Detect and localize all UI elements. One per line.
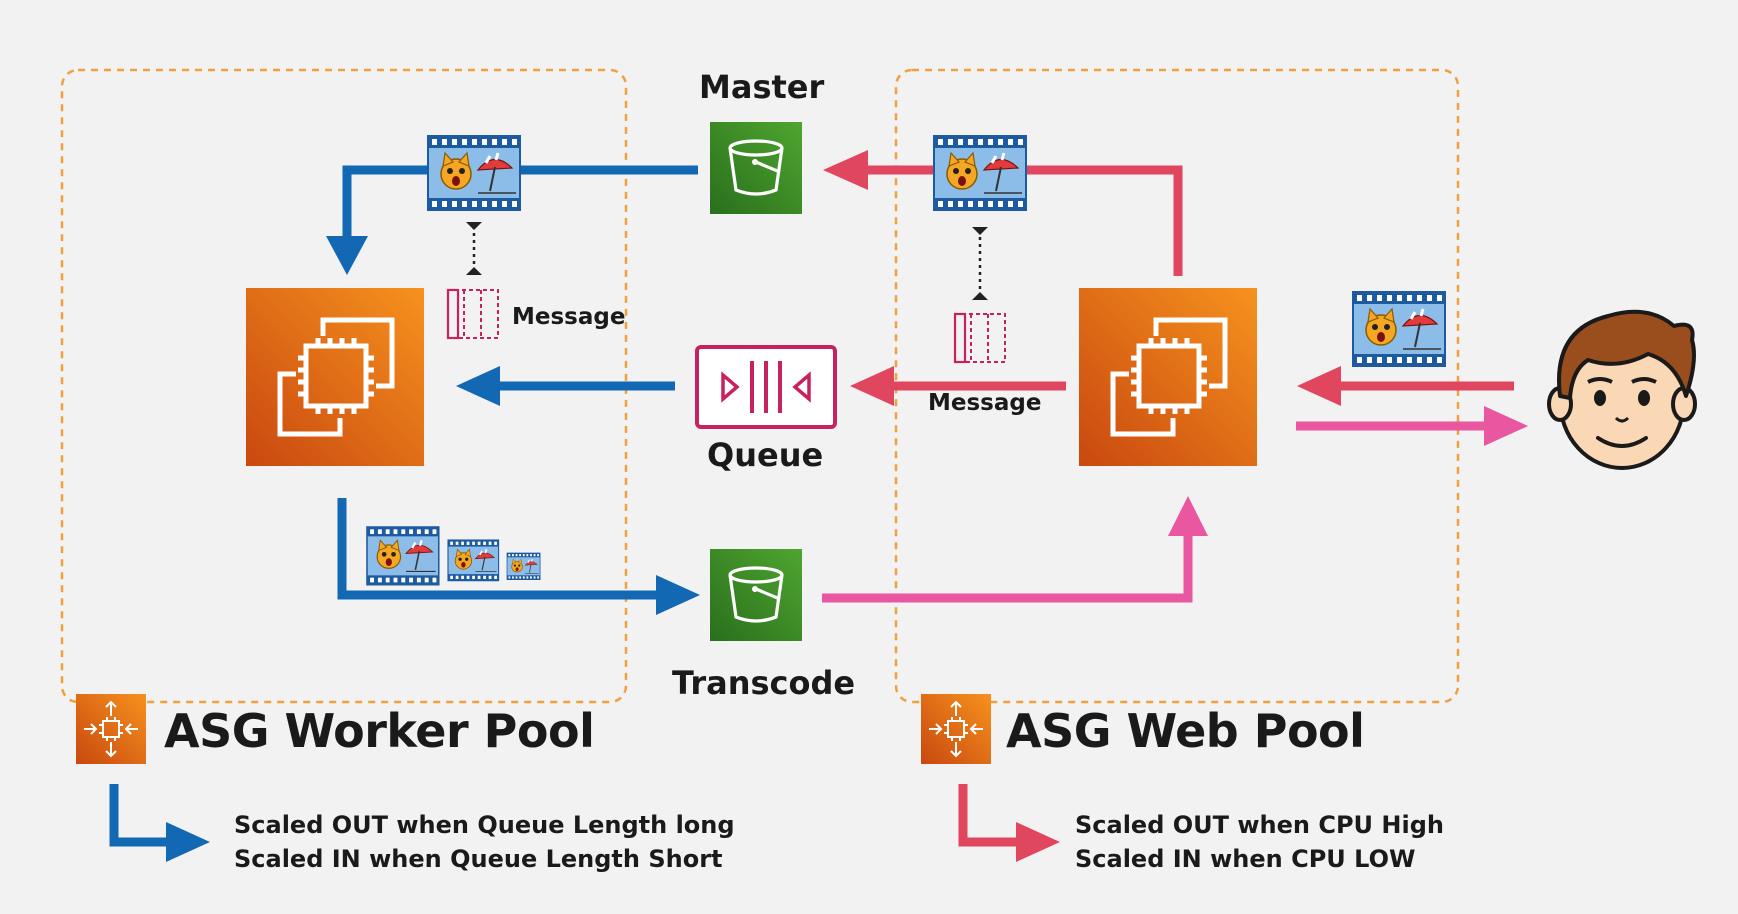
web-message-label: Message <box>928 390 1042 416</box>
web-message-icon <box>953 312 1007 364</box>
worker-message-link <box>466 222 482 275</box>
master-s3-bucket-icon <box>708 120 804 216</box>
web-scale-out-note: Scaled OUT when CPU High <box>1075 811 1444 839</box>
web-ec2-icon <box>1079 288 1257 466</box>
worker-scale-in-note: Scaled IN when Queue Length Short <box>234 845 723 873</box>
web-scaling-notes: Scaled OUT when CPU High Scaled IN when … <box>1075 808 1444 876</box>
worker-scaling-notes: Scaled OUT when Queue Length long Scaled… <box>234 808 735 876</box>
worker-message-label: Message <box>512 304 626 330</box>
web-message-link <box>972 227 988 300</box>
video-frame-icon <box>932 134 1028 212</box>
transcode-s3-bucket-icon <box>708 547 804 643</box>
queue-label: Queue <box>707 436 824 474</box>
worker-scaling-arrow <box>109 784 210 862</box>
user-avatar-icon <box>1547 309 1697 470</box>
worker-auto-scaling-icon <box>75 693 147 765</box>
worker-ec2-icon <box>246 288 424 466</box>
video-frame-icon <box>426 134 522 212</box>
web-auto-scaling-icon <box>920 693 992 765</box>
transcode-to-web-arrow <box>822 496 1208 603</box>
transcoded-video-frames <box>365 525 541 586</box>
video-frame-icon <box>447 539 500 582</box>
web-scaling-arrow <box>958 784 1060 862</box>
worker-pool-title: ASG Worker Pool <box>164 704 595 758</box>
queue-to-worker-arrow <box>456 366 675 406</box>
worker-to-transcode-arrow <box>337 498 700 615</box>
video-frame-icon <box>1351 290 1447 368</box>
master-to-worker-arrow <box>326 165 698 275</box>
web-to-user-arrow <box>1296 406 1528 446</box>
user-to-web-arrow <box>1297 366 1514 406</box>
sqs-queue-icon <box>695 345 837 429</box>
web-to-queue-arrow <box>850 366 1066 406</box>
master-label: Master <box>699 68 825 106</box>
worker-scale-out-note: Scaled OUT when Queue Length long <box>234 811 735 839</box>
web-pool-title: ASG Web Pool <box>1006 704 1365 758</box>
transcode-label: Transcode <box>672 664 856 702</box>
web-scale-in-note: Scaled IN when CPU LOW <box>1075 845 1416 873</box>
video-frame-icon <box>365 525 440 586</box>
video-frame-icon <box>506 552 541 581</box>
worker-pool-boundary <box>60 68 628 704</box>
worker-message-icon <box>446 288 500 340</box>
